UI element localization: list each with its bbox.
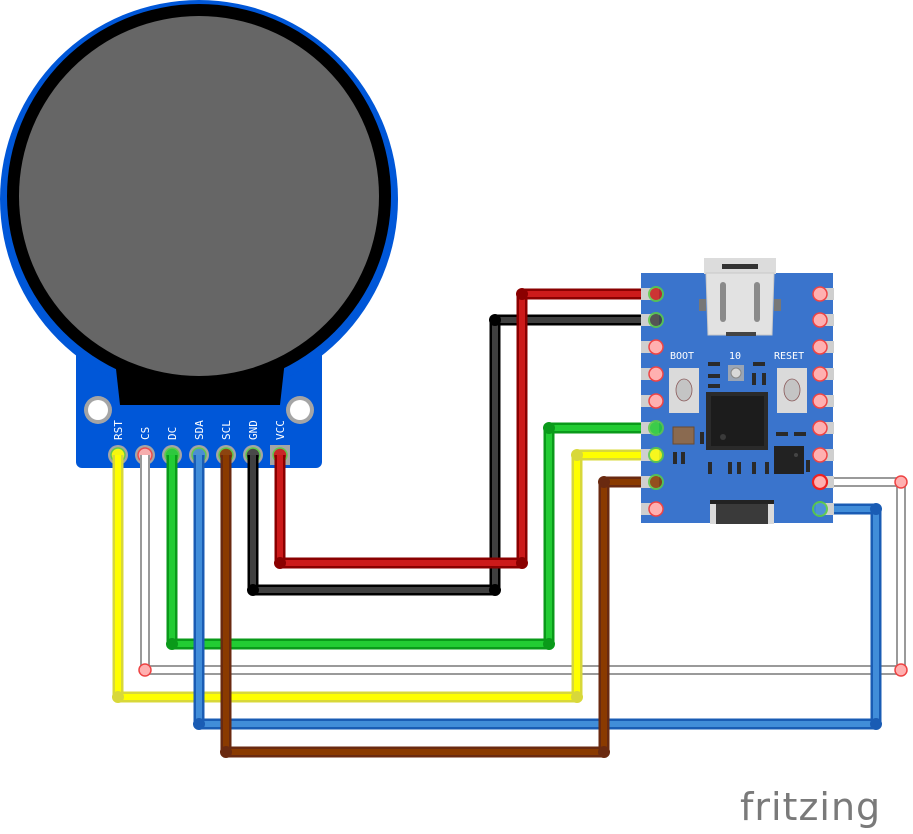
wire-outline bbox=[220, 455, 656, 758]
mount-hole-left bbox=[84, 396, 112, 424]
mcu-left-pin-6[interactable] bbox=[641, 420, 664, 436]
wires bbox=[112, 288, 908, 758]
boot-label: BOOT bbox=[670, 351, 694, 362]
pin-free bbox=[812, 312, 828, 328]
mcu-right-pin-5[interactable] bbox=[812, 393, 834, 409]
mcu-left-pin-1[interactable] bbox=[641, 286, 664, 302]
mount-hole-right bbox=[286, 396, 314, 424]
fritzing-watermark: fritzing bbox=[740, 785, 881, 829]
wire-bendpoint[interactable] bbox=[894, 475, 908, 489]
pin-connected bbox=[648, 286, 664, 302]
mcu-left-pin-9[interactable] bbox=[641, 501, 664, 517]
boot-button[interactable] bbox=[669, 368, 699, 413]
led-indicator bbox=[728, 365, 744, 381]
wire-core bbox=[223, 455, 656, 755]
pin-free bbox=[812, 420, 828, 436]
pin-free bbox=[812, 447, 828, 463]
crystal bbox=[672, 426, 695, 445]
round-display-module[interactable]: RST CS DC SDA SCL GND VCC bbox=[0, 0, 398, 468]
usb-c-connector bbox=[699, 258, 781, 336]
wire-bendpoint[interactable] bbox=[894, 663, 908, 677]
wire-bendpoint[interactable] bbox=[274, 557, 286, 569]
wire-bendpoint[interactable] bbox=[543, 422, 555, 434]
pin-connected bbox=[648, 312, 664, 328]
wire-bendpoint[interactable] bbox=[166, 638, 178, 650]
display-pin-label-dc: DC bbox=[166, 427, 179, 440]
wire-bendpoint[interactable] bbox=[489, 314, 501, 326]
wire-bendpoint[interactable] bbox=[598, 746, 610, 758]
mcu-left-pin-7[interactable] bbox=[641, 447, 664, 463]
display-pin-label-cs: CS bbox=[139, 427, 152, 440]
wire-vcc-red[interactable] bbox=[274, 288, 656, 569]
wire-bendpoint[interactable] bbox=[516, 557, 528, 569]
wire-bendpoint[interactable] bbox=[571, 449, 583, 461]
mcu-left-pin-4[interactable] bbox=[641, 366, 664, 382]
mcu-right-pin-6[interactable] bbox=[812, 420, 834, 436]
pin-free bbox=[648, 339, 664, 355]
pin-connected bbox=[648, 474, 664, 490]
mcu-right-pin-4[interactable] bbox=[812, 366, 834, 382]
display-pin-label-rst: RST bbox=[112, 420, 125, 440]
mcu-right-pin-3[interactable] bbox=[812, 339, 834, 355]
wire-gnd-black[interactable] bbox=[247, 314, 656, 596]
mcu-right-pin-9[interactable] bbox=[812, 501, 834, 517]
wire-bendpoint[interactable] bbox=[112, 691, 124, 703]
mcu-left-pin-8[interactable] bbox=[641, 474, 664, 490]
mcu-left-pin-3[interactable] bbox=[641, 339, 664, 355]
display-pin-label-vcc: VCC bbox=[274, 420, 287, 440]
wire-bendpoint[interactable] bbox=[138, 663, 152, 677]
mcu-right-pin-8[interactable] bbox=[811, 473, 834, 491]
pin-connected bbox=[648, 447, 664, 463]
pin-free bbox=[812, 366, 828, 382]
wire-dc-green[interactable] bbox=[166, 422, 656, 650]
display-pin-label-gnd: GND bbox=[247, 420, 260, 440]
wire-bendpoint[interactable] bbox=[598, 476, 610, 488]
bottom-diode bbox=[710, 500, 774, 524]
pin-free bbox=[812, 339, 828, 355]
wire-bendpoint[interactable] bbox=[247, 584, 259, 596]
mcu-right-pin-1[interactable] bbox=[812, 286, 834, 302]
io10-label: 10 bbox=[729, 351, 741, 362]
wire-cs-gray[interactable] bbox=[138, 455, 908, 677]
mcu-left-pin-5[interactable] bbox=[641, 393, 664, 409]
regulator-chip bbox=[774, 446, 804, 474]
reset-button[interactable] bbox=[777, 368, 807, 413]
wire-rst-yellow[interactable] bbox=[112, 449, 656, 703]
pin-free bbox=[812, 393, 828, 409]
wire-bendpoint[interactable] bbox=[571, 691, 583, 703]
mcu-right-pin-7[interactable] bbox=[812, 447, 834, 463]
pin-free bbox=[648, 393, 664, 409]
wire-bendpoint[interactable] bbox=[489, 584, 501, 596]
wire-bendpoint[interactable] bbox=[516, 288, 528, 300]
smd-components bbox=[673, 362, 810, 474]
wire-sda-blue[interactable] bbox=[193, 455, 882, 730]
mcu-left-pin-2[interactable] bbox=[641, 312, 664, 328]
wire-bendpoint[interactable] bbox=[870, 503, 882, 515]
pin-free bbox=[648, 501, 664, 517]
reset-label: RESET bbox=[774, 351, 804, 362]
display-pin-label-scl: SCL bbox=[220, 420, 233, 440]
display-pin-label-sda: SDA bbox=[193, 420, 206, 440]
wire-bendpoint[interactable] bbox=[543, 638, 555, 650]
mcu-chip bbox=[706, 392, 768, 450]
display-screen bbox=[19, 16, 379, 376]
pin-connected bbox=[811, 473, 829, 491]
pin-connected bbox=[648, 420, 664, 436]
pin-free bbox=[812, 286, 828, 302]
pin-free bbox=[648, 366, 664, 382]
wire-scl-brown[interactable] bbox=[220, 455, 656, 758]
mcu-board[interactable]: BOOT 10 RESET bbox=[641, 258, 834, 524]
wire-bendpoint[interactable] bbox=[870, 718, 882, 730]
wire-bendpoint[interactable] bbox=[193, 718, 205, 730]
wire-bendpoint[interactable] bbox=[220, 746, 232, 758]
mcu-right-pin-2[interactable] bbox=[812, 312, 834, 328]
pin-connected bbox=[812, 501, 828, 517]
